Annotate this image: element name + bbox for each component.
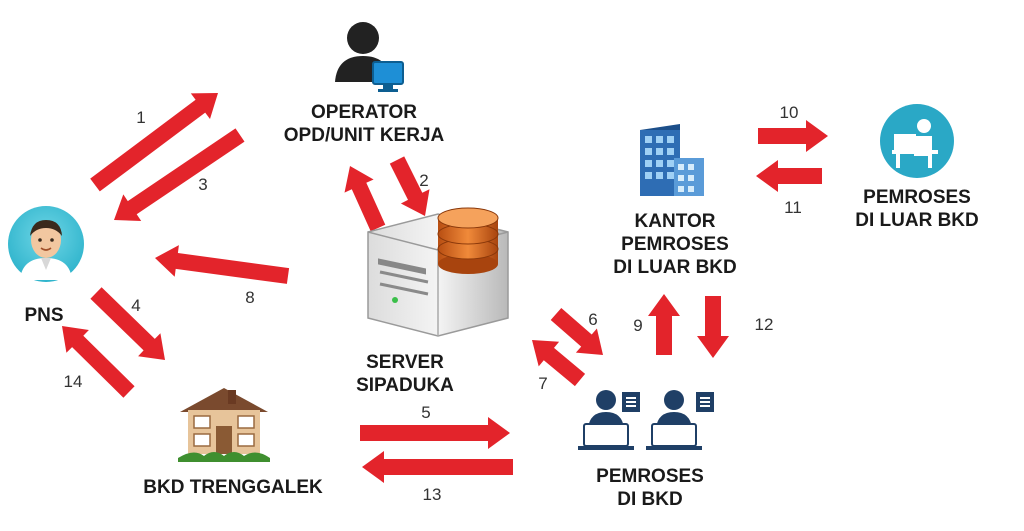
arrow-step-3 (114, 128, 245, 221)
operator-label: OPERATOR OPD/UNIT KERJA (276, 101, 452, 147)
server-label-line1: SERVER (366, 352, 444, 373)
operator-label-line2: OPD/UNIT KERJA (283, 125, 445, 146)
processors-at-laptops-icon (578, 390, 714, 450)
house-icon (178, 388, 270, 462)
arrow-step-7 (532, 340, 586, 387)
kantor-label-line2: PEMROSES (621, 234, 729, 255)
kantor-label-line3: DI LUAR BKD (613, 257, 737, 278)
arrow-step-8 (155, 245, 290, 284)
step-number-13: 13 (422, 485, 442, 504)
arrow-step-13 (362, 451, 513, 483)
pemroses-luar-label: PEMROSES DI LUAR BKD (842, 186, 992, 232)
step-number-12: 12 (754, 315, 774, 334)
pemroses-bkd-label-line2: DI BKD (617, 489, 683, 510)
arrow-step-9 (648, 294, 680, 355)
bkd-label: BKD TRENGGALEK (128, 476, 338, 499)
pns-label: PNS (14, 304, 74, 327)
arrow-server-to-operator (344, 166, 386, 232)
arrow-step-10 (758, 120, 828, 152)
operator-label-line1: OPERATOR (311, 102, 417, 123)
arrow-step-5 (360, 417, 510, 449)
pemroses-bkd-label-line1: PEMROSES (596, 466, 704, 487)
step-number-6: 6 (588, 310, 598, 329)
arrow-step-11 (756, 160, 822, 192)
step-number-1: 1 (136, 108, 146, 127)
step-number-14: 14 (63, 372, 83, 391)
server-label: SERVER SIPADUKA (340, 351, 470, 397)
step-number-4: 4 (131, 296, 141, 315)
arrow-step-1 (90, 93, 218, 192)
database-server-icon (367, 207, 509, 337)
step-number-9: 9 (633, 316, 643, 335)
step-number-10: 10 (779, 103, 799, 122)
worker-at-desk-icon (880, 104, 954, 178)
kantor-label-line1: KANTOR (634, 211, 716, 232)
arrow-step-14 (62, 326, 135, 398)
step-number-11: 11 (784, 198, 802, 217)
office-building-icon (640, 124, 704, 196)
step-number-8: 8 (245, 288, 255, 307)
civil-servant-avatar-icon (8, 206, 84, 282)
flow-arrows (62, 93, 828, 483)
server-label-line2: SIPADUKA (356, 375, 454, 396)
pemroses-luar-label-line2: DI LUAR BKD (855, 210, 979, 231)
arrow-step-12 (697, 296, 729, 358)
operator-computer-icon (335, 22, 404, 92)
kantor-label: KANTOR PEMROSES DI LUAR BKD (600, 210, 750, 279)
step-number-3: 3 (198, 175, 208, 194)
pns-label-line1: PNS (24, 305, 64, 326)
step-number-7: 7 (538, 374, 548, 393)
step-number-5: 5 (421, 403, 431, 422)
bkd-label-line1: BKD TRENGGALEK (143, 477, 323, 498)
arrow-step-4 (90, 287, 165, 360)
arrow-step-6 (550, 308, 603, 355)
pemroses-bkd-label: PEMROSES DI BKD (580, 465, 720, 511)
pemroses-luar-label-line1: PEMROSES (863, 187, 971, 208)
arrow-step-2 (389, 156, 430, 216)
step-number-2: 2 (419, 171, 429, 190)
